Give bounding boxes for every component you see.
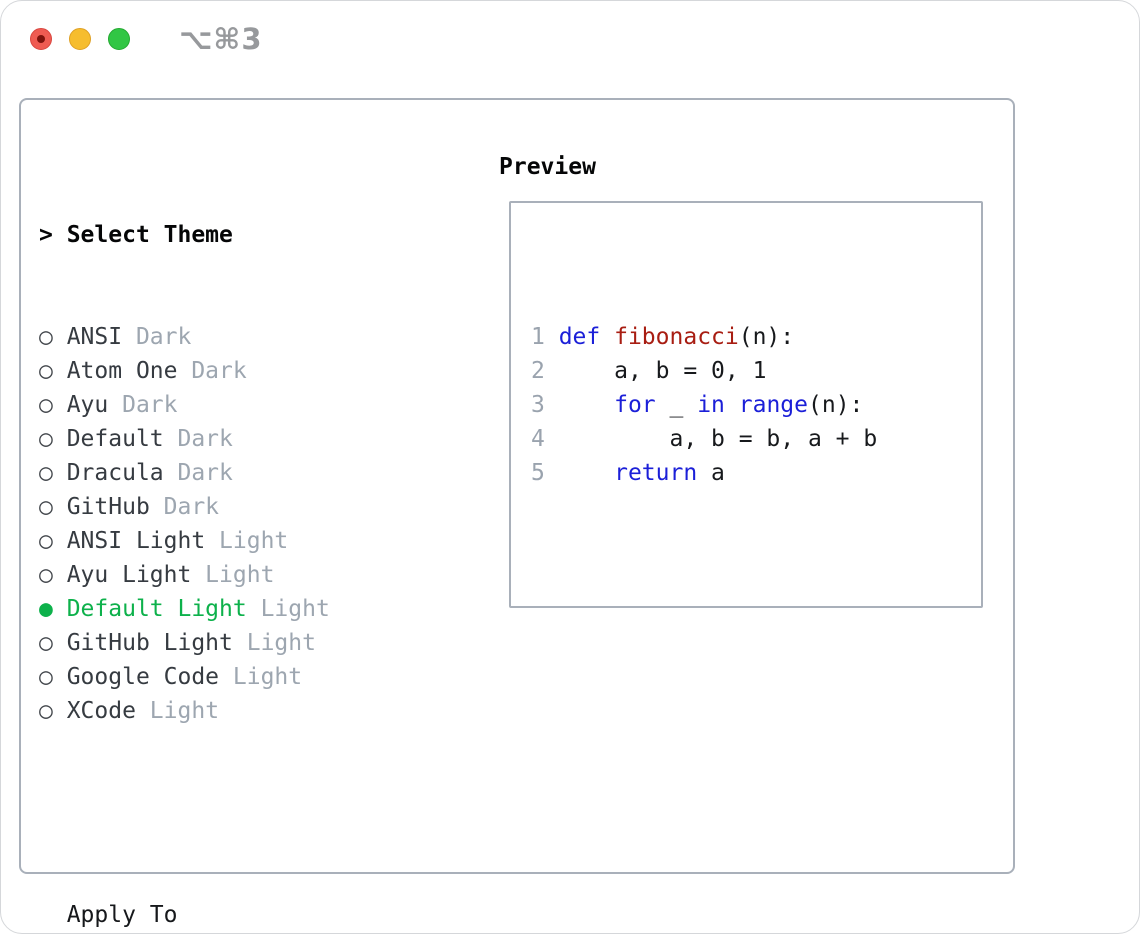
code-token: in	[697, 392, 725, 418]
close-button[interactable]	[30, 28, 52, 50]
apply-to-title: Apply To	[39, 902, 178, 928]
theme-name: GitHub Light	[66, 630, 233, 656]
line-number: 2	[531, 358, 559, 384]
spacer	[531, 558, 981, 592]
theme-variant: Light	[205, 528, 289, 554]
code-token	[725, 392, 739, 418]
minimize-button[interactable]	[69, 28, 91, 50]
preview-title: Preview	[499, 154, 596, 180]
theme-item-default-light[interactable]: ● Default Light Light	[39, 592, 427, 626]
zoom-button[interactable]	[108, 28, 130, 50]
radio-unselected-icon: ○	[39, 392, 67, 418]
radio-unselected-icon: ○	[39, 358, 67, 384]
code-line: 4 a, b = b, a + b	[531, 422, 981, 456]
theme-item-ayu[interactable]: ○ Ayu Dark	[39, 388, 427, 422]
radio-selected-icon: ●	[39, 596, 67, 622]
theme-name: Ayu	[66, 392, 109, 418]
theme-name: GitHub	[66, 494, 150, 520]
line-number: 4	[531, 426, 559, 452]
window-shortcut-label: ⌥⌘3	[179, 22, 263, 56]
theme-name: Ayu Light	[66, 562, 192, 588]
theme-item-default[interactable]: ○ Default Dark	[39, 422, 427, 456]
code-token: fibonacci	[614, 324, 739, 350]
code-token	[559, 460, 614, 486]
code-token: _	[655, 392, 698, 418]
apply-to-header: Apply To	[39, 898, 427, 932]
code-token	[559, 392, 614, 418]
code-token: return	[614, 460, 698, 486]
left-column: > Select Theme ○ ANSI Dark○ Atom One Dar…	[39, 150, 427, 933]
radio-unselected-icon: ○	[39, 426, 67, 452]
theme-name: Default Light	[66, 596, 247, 622]
theme-variant: Dark	[163, 426, 233, 452]
theme-variant: Dark	[163, 460, 233, 486]
select-theme-title: Select Theme	[66, 222, 233, 248]
radio-unselected-icon: ○	[39, 664, 67, 690]
theme-name: Default	[66, 426, 164, 452]
theme-item-github[interactable]: ○ GitHub Dark	[39, 490, 427, 524]
theme-variant: Light	[135, 698, 220, 724]
line-number: 5	[531, 460, 559, 486]
theme-name: Google Code	[66, 664, 220, 690]
radio-unselected-icon: ○	[39, 494, 67, 520]
code-token	[600, 324, 614, 350]
line-number: 3	[531, 392, 559, 418]
radio-unselected-icon: ○	[39, 698, 67, 724]
theme-variant: Light	[246, 596, 330, 622]
theme-item-ansi[interactable]: ○ ANSI Dark	[39, 320, 427, 354]
radio-unselected-icon: ○	[39, 324, 67, 350]
titlebar: ⌥⌘3	[30, 22, 263, 56]
code-token: def	[558, 324, 601, 350]
focus-caret-icon: >	[39, 222, 67, 248]
select-theme-header: > Select Theme	[39, 218, 427, 252]
theme-item-ansi-light[interactable]: ○ ANSI Light Light	[39, 524, 427, 558]
theme-variant: Dark	[108, 392, 178, 418]
spacer	[39, 796, 427, 830]
code-token: a	[697, 460, 725, 486]
radio-unselected-icon: ○	[39, 528, 67, 554]
code-token: a, b = b, a + b	[558, 426, 878, 452]
radio-unselected-icon: ○	[39, 562, 67, 588]
code-token: (n):	[738, 324, 795, 350]
code-token: a, b = 0, 1	[558, 358, 767, 384]
code-line: 3 for _ in range(n):	[531, 388, 981, 422]
theme-item-google-code[interactable]: ○ Google Code Light	[39, 660, 427, 694]
theme-name: ANSI	[66, 324, 123, 350]
unsaved-dot-icon	[37, 35, 45, 43]
theme-variant: Light	[219, 664, 303, 690]
theme-name: XCode	[66, 698, 136, 724]
code-line: 2 a, b = 0, 1	[531, 354, 981, 388]
theme-variant: Dark	[122, 324, 192, 350]
traffic-lights	[30, 28, 147, 50]
code-line: 1 def fibonacci(n):	[531, 320, 981, 354]
radio-unselected-icon: ○	[39, 460, 67, 486]
theme-item-xcode[interactable]: ○ XCode Light	[39, 694, 427, 728]
theme-variant: Light	[232, 630, 316, 656]
theme-variant: Dark	[149, 494, 220, 520]
line-number: 1	[531, 324, 559, 350]
theme-item-ayu-light[interactable]: ○ Ayu Light Light	[39, 558, 427, 592]
code-token: for	[614, 392, 656, 418]
code-token: (n):	[808, 392, 864, 418]
theme-item-atom-one[interactable]: ○ Atom One Dark	[39, 354, 427, 388]
theme-variant: Dark	[177, 358, 247, 384]
radio-unselected-icon: ○	[39, 630, 67, 656]
theme-name: Atom One	[66, 358, 178, 384]
theme-variant: Light	[191, 562, 275, 588]
code-token: range	[738, 392, 808, 418]
theme-name: Dracula	[66, 460, 164, 486]
theme-name: ANSI Light	[66, 528, 206, 554]
theme-item-dracula[interactable]: ○ Dracula Dark	[39, 456, 427, 490]
theme-list: ○ ANSI Dark○ Atom One Dark○ Ayu Dark○ De…	[39, 320, 427, 728]
code-line: 5 return a	[531, 456, 981, 490]
theme-item-github-light[interactable]: ○ GitHub Light Light	[39, 626, 427, 660]
